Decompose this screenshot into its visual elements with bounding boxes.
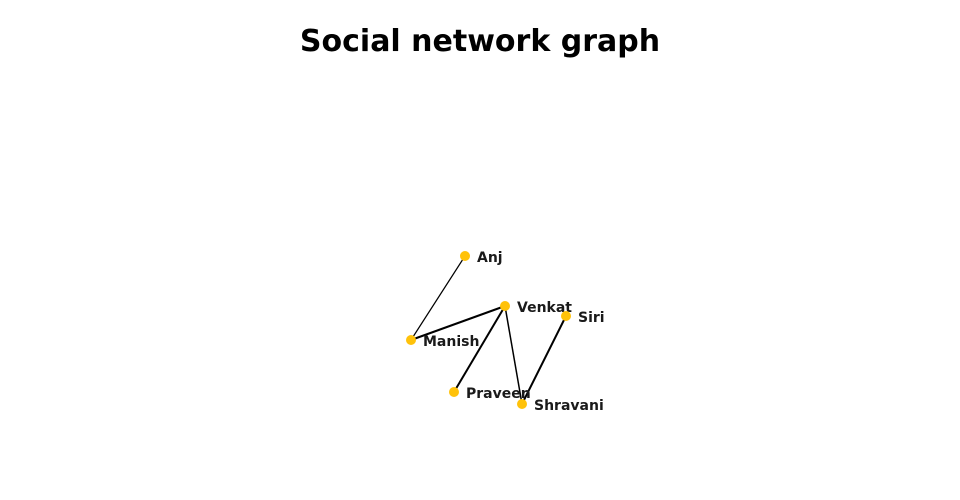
edge-venkat-shravani — [504, 305, 523, 405]
edge-anj-manish — [410, 255, 466, 341]
node-manish[interactable] — [406, 335, 416, 345]
node-label: Siri — [578, 310, 605, 326]
edge-venkat-praveen — [453, 305, 506, 393]
node-label: Shravani — [534, 398, 604, 414]
chart-title: Social network graph — [299, 24, 661, 59]
node-label: Anj — [477, 250, 503, 266]
node-anj[interactable] — [460, 251, 470, 261]
node-praveen[interactable] — [449, 387, 459, 397]
node-venkat[interactable] — [500, 301, 510, 311]
node-label: Manish — [423, 334, 479, 350]
edge-siri-shravani — [521, 315, 567, 405]
node-siri[interactable] — [561, 311, 571, 321]
node-shravani[interactable] — [517, 399, 527, 409]
edge-manish-venkat — [410, 305, 506, 341]
node-label: Praveen — [466, 386, 531, 402]
node-label: Venkat — [517, 300, 572, 316]
